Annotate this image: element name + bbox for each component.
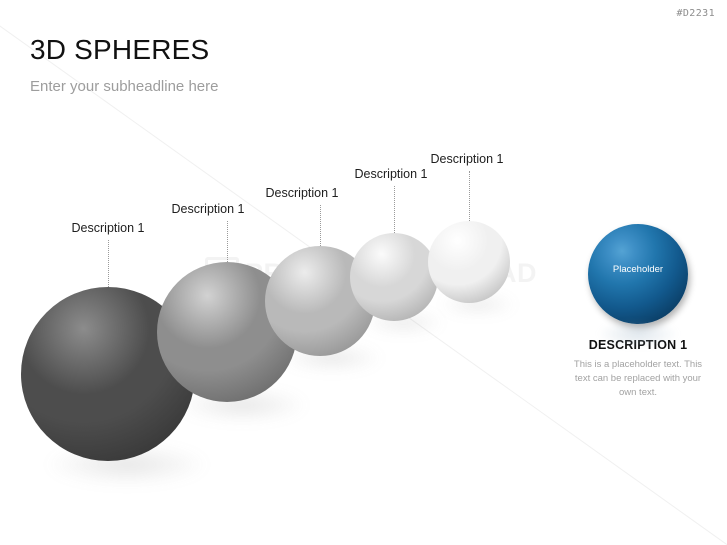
- sphere-label: Description 1: [430, 152, 504, 166]
- leader-line: [108, 240, 109, 287]
- leader-line: [227, 221, 228, 262]
- info-panel-heading: DESCRIPTION 1: [589, 338, 688, 352]
- sphere-label: Description 1: [265, 186, 339, 200]
- blue-sphere-reflection: [598, 320, 678, 348]
- page-subtitle: Enter your subheadline here: [30, 78, 219, 95]
- sphere-shape: [350, 233, 438, 321]
- sphere-label: Description 1: [71, 221, 145, 235]
- page-title: 3D SPHERES: [30, 34, 210, 65]
- leader-line: [394, 186, 395, 233]
- sphere-label: Description 1: [354, 167, 428, 181]
- blue-sphere-shape: [588, 224, 688, 324]
- document-code: #D2231: [676, 8, 715, 19]
- info-panel: Placeholder DESCRIPTION 1 This is a plac…: [572, 224, 704, 399]
- sphere-label: Description 1: [171, 202, 245, 216]
- placeholder-sphere[interactable]: Placeholder: [588, 224, 688, 348]
- leader-line: [320, 205, 321, 246]
- blue-sphere-label: Placeholder: [612, 264, 664, 275]
- info-panel-body: This is a placeholder text. This text ca…: [573, 359, 703, 398]
- sphere-shape: [428, 221, 510, 303]
- leader-line: [469, 171, 470, 221]
